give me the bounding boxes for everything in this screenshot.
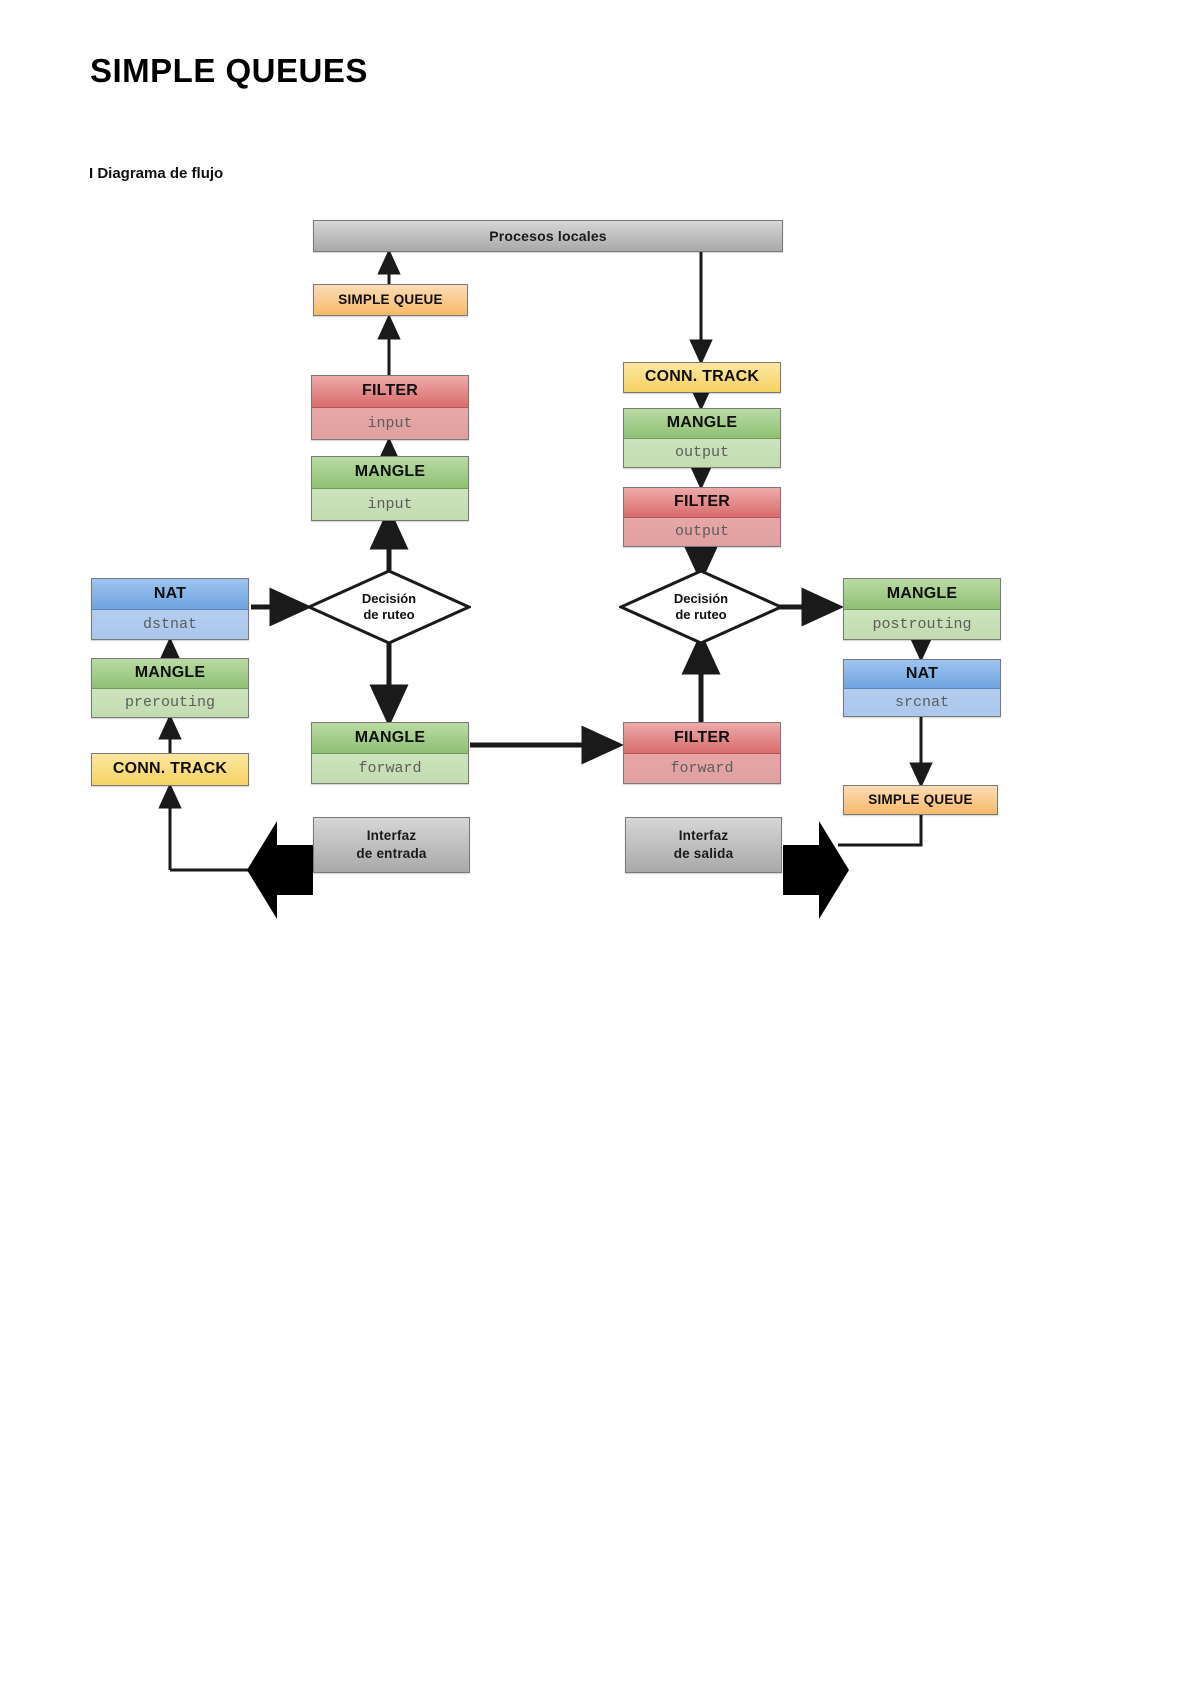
block-arrow-shapes (247, 821, 849, 919)
node-mangle-postrouting-title: MANGLE (844, 579, 1000, 610)
node-nat-dstnat[interactable]: NAT dstnat (91, 578, 249, 640)
node-filter-forward-chain: forward (624, 754, 780, 783)
node-filter-output[interactable]: FILTER output (623, 487, 781, 547)
node-filter-input-chain: input (312, 408, 468, 439)
flow-diagram: Procesos locales SIMPLE QUEUE FILTER inp… (91, 220, 1001, 919)
node-conn-track-input[interactable]: CONN. TRACK (91, 753, 249, 786)
node-mangle-postrouting[interactable]: MANGLE postrouting (843, 578, 1001, 640)
node-procesos-locales-label: Procesos locales (314, 221, 782, 251)
node-nat-srcnat[interactable]: NAT srcnat (843, 659, 1001, 717)
node-mangle-input-chain: input (312, 489, 468, 520)
node-mangle-prerouting-title: MANGLE (92, 659, 248, 689)
node-simple-queue-input[interactable]: SIMPLE QUEUE (313, 284, 468, 316)
node-conn-track-output-label: CONN. TRACK (624, 363, 780, 392)
node-filter-forward-title: FILTER (624, 723, 780, 754)
node-mangle-output[interactable]: MANGLE output (623, 408, 781, 468)
section-heading: I Diagrama de flujo (89, 165, 224, 182)
node-interfaz-entrada-label: Interfaz de entrada (314, 818, 469, 872)
node-mangle-input[interactable]: MANGLE input (311, 456, 469, 521)
node-interfaz-salida-label: Interfaz de salida (626, 818, 781, 872)
node-nat-srcnat-title: NAT (844, 660, 1000, 689)
node-filter-forward[interactable]: FILTER forward (623, 722, 781, 784)
node-nat-dstnat-title: NAT (92, 579, 248, 610)
node-interfaz-entrada[interactable]: Interfaz de entrada (313, 817, 470, 873)
node-mangle-forward-chain: forward (312, 754, 468, 783)
node-mangle-postrouting-chain: postrouting (844, 610, 1000, 639)
node-procesos-locales[interactable]: Procesos locales (313, 220, 783, 252)
node-filter-input[interactable]: FILTER input (311, 375, 469, 440)
node-mangle-output-chain: output (624, 439, 780, 467)
node-mangle-prerouting-chain: prerouting (92, 689, 248, 717)
node-decision-routing-right[interactable]: Decisión de ruteo (619, 569, 783, 645)
node-mangle-output-title: MANGLE (624, 409, 780, 439)
node-filter-input-title: FILTER (312, 376, 468, 408)
node-decision-routing-left[interactable]: Decisión de ruteo (307, 569, 471, 645)
node-simple-queue-output-label: SIMPLE QUEUE (844, 786, 997, 814)
node-simple-queue-input-label: SIMPLE QUEUE (314, 285, 467, 315)
diagram-connectors (158, 249, 933, 919)
page-title: SIMPLE QUEUES (90, 52, 368, 89)
diamond-shape (619, 569, 783, 645)
node-simple-queue-output[interactable]: SIMPLE QUEUE (843, 785, 998, 815)
node-mangle-forward-title: MANGLE (312, 723, 468, 754)
diamond-shape (307, 569, 471, 645)
node-mangle-input-title: MANGLE (312, 457, 468, 489)
node-nat-srcnat-chain: srcnat (844, 689, 1000, 716)
node-interfaz-salida[interactable]: Interfaz de salida (625, 817, 782, 873)
node-conn-track-input-label: CONN. TRACK (92, 754, 248, 785)
node-mangle-forward[interactable]: MANGLE forward (311, 722, 469, 784)
node-conn-track-output[interactable]: CONN. TRACK (623, 362, 781, 393)
node-filter-output-chain: output (624, 518, 780, 546)
node-mangle-prerouting[interactable]: MANGLE prerouting (91, 658, 249, 718)
node-nat-dstnat-chain: dstnat (92, 610, 248, 639)
node-filter-output-title: FILTER (624, 488, 780, 518)
